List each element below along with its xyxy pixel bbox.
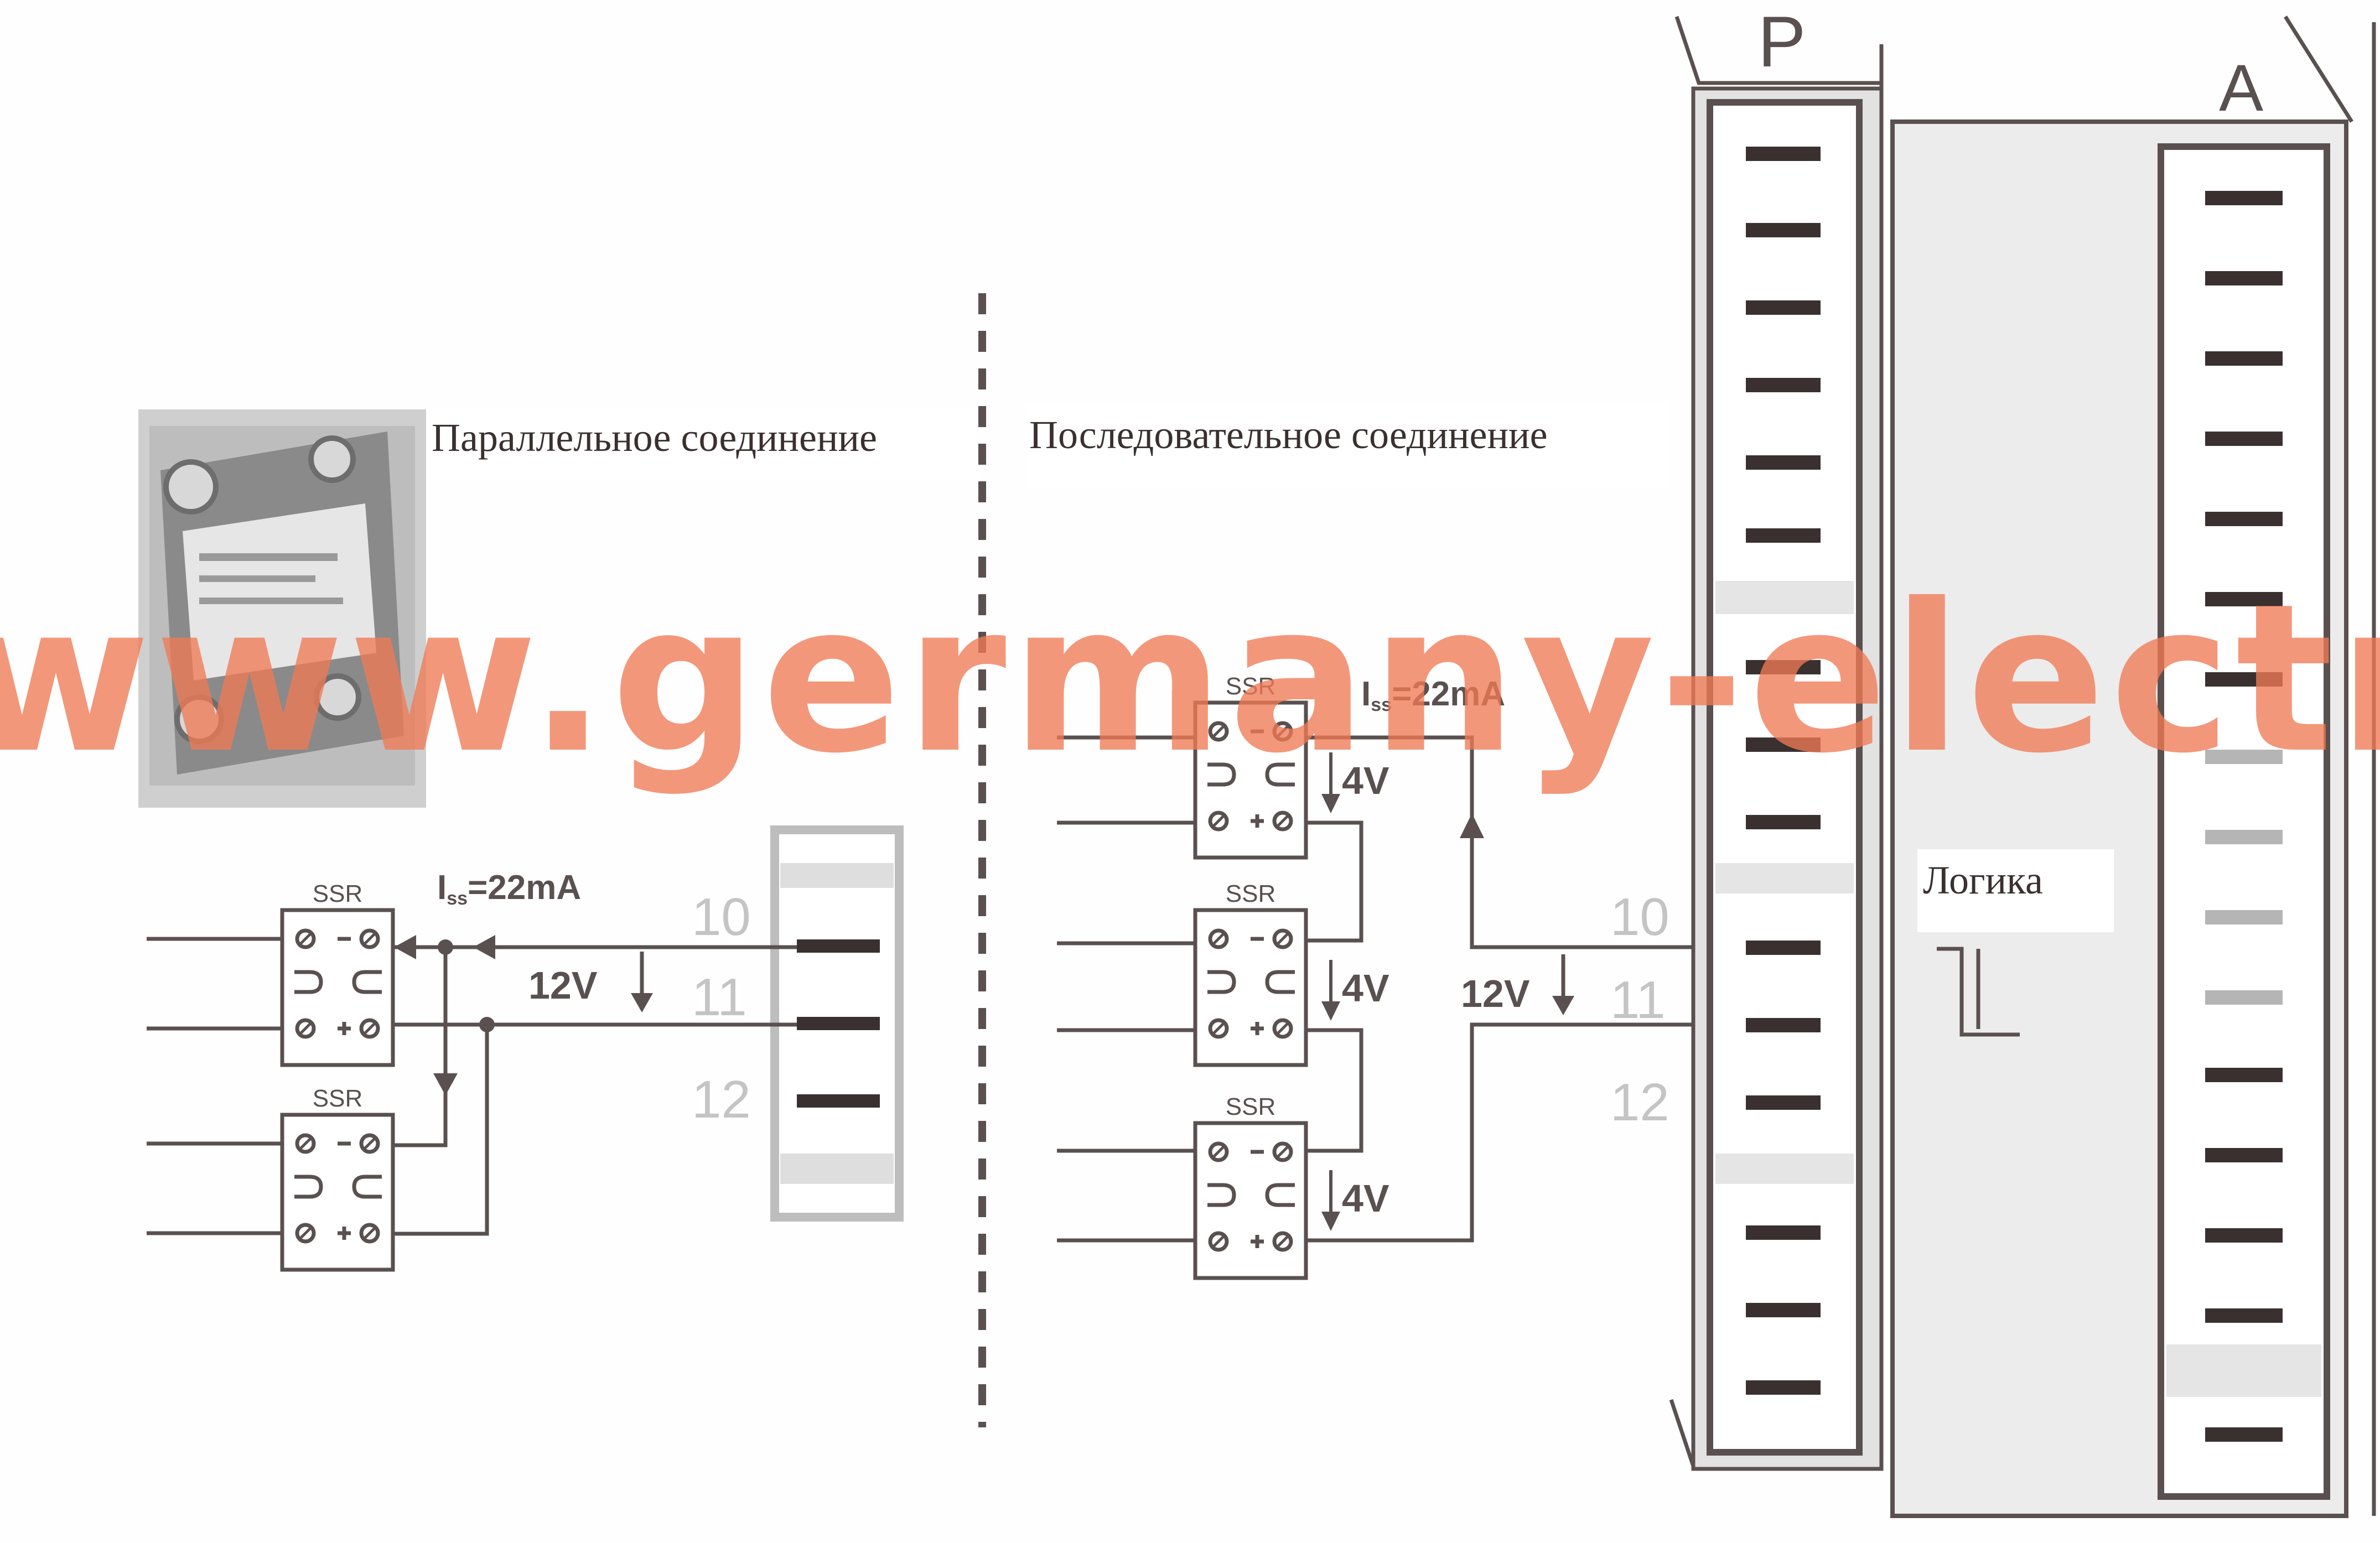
parallel-terminal-10: 10: [692, 887, 751, 947]
a-strip-label: A: [2219, 51, 2263, 125]
parallel-caption: Параллельное соединение: [432, 415, 877, 460]
series-voltage: 12V: [1461, 972, 1530, 1015]
series-ssr-1: SSR: [1195, 673, 1306, 858]
parallel-ssr-2-label: SSR: [313, 1085, 362, 1112]
series-ssr-2-voltage: 4V: [1342, 967, 1389, 1010]
parallel-terminal-11: 11: [692, 968, 747, 1027]
series-ssr-1-label: SSR: [1226, 673, 1275, 700]
svg-text:Iss=22mA: Iss=22mA: [437, 869, 581, 909]
p-strip-label: P: [1758, 1, 1806, 82]
svg-text:Iss=22mA: Iss=22mA: [1361, 675, 1505, 715]
series-ssr-1-voltage: 4V: [1342, 759, 1389, 802]
parallel-current: 22mA: [488, 869, 581, 907]
series-current: =22mA: [1392, 675, 1505, 713]
series-ssr-3-label: SSR: [1226, 1093, 1275, 1120]
parallel-circuit: 10 11 12 SSR SSR Iss=22mA: [147, 825, 904, 1270]
series-circuit: SSR SSR SSR 4V 4V 4V: [1057, 673, 1749, 1278]
a-strip: A: [2158, 51, 2330, 1500]
series-ssr-2-label: SSR: [1226, 880, 1275, 907]
watermark: www.germany-electric.: [0, 560, 2380, 798]
parallel-terminal-12: 12: [692, 1070, 751, 1129]
logic-pulse-icon: [1937, 947, 2020, 1037]
series-terminal-11: 11: [1610, 970, 1666, 1030]
parallel-ssr-1: SSR: [282, 880, 393, 1065]
parallel-ssr-1-label: SSR: [313, 880, 362, 907]
series-ssr-3-voltage: 4V: [1342, 1177, 1389, 1220]
parallel-ssr-2: SSR: [282, 1085, 393, 1270]
p-strip: P: [1669, 1, 1884, 1471]
ssr-photo: [138, 409, 426, 808]
logic-caption: Логика: [1923, 858, 2043, 902]
series-terminal-12: 12: [1610, 1073, 1669, 1132]
parallel-current-prefix: I: [437, 869, 447, 907]
series-ssr-3: SSR: [1195, 1093, 1306, 1278]
series-terminal-10: 10: [1610, 887, 1669, 947]
series-ssr-2: SSR: [1195, 880, 1306, 1065]
series-current-prefix: I: [1361, 675, 1371, 713]
series-caption: Последовательное соединение: [1029, 413, 1548, 457]
parallel-voltage: 12V: [528, 964, 598, 1007]
controller-terminal-strips: P: [1669, 1, 2376, 1518]
